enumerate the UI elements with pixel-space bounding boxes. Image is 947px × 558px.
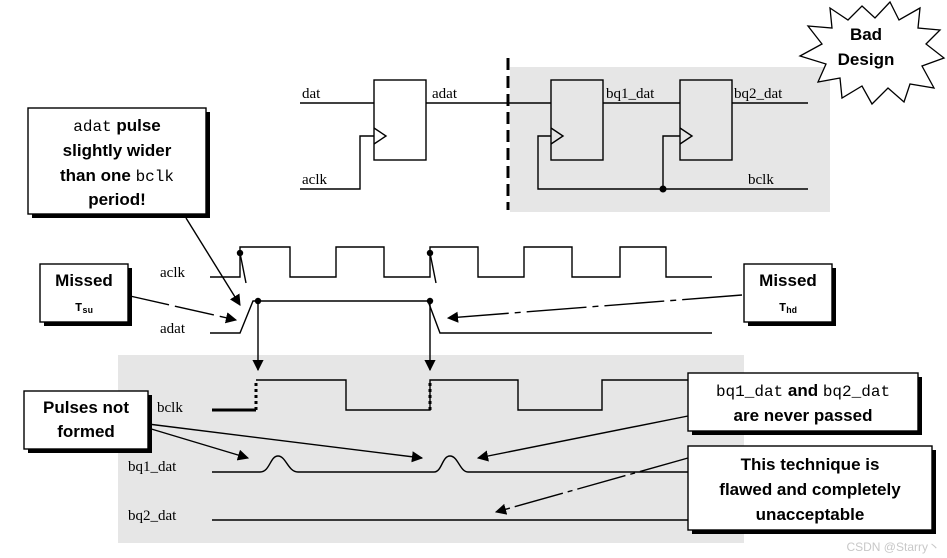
missed-tsu-callout: Missed Tsu bbox=[39, 263, 129, 323]
pulse-width-callout: adat pulse slightly wider than one bclk … bbox=[27, 107, 207, 215]
aclk-waveform bbox=[210, 246, 712, 278]
never-passed-line-2: are never passed bbox=[734, 406, 873, 425]
aclk-wire bbox=[300, 135, 374, 190]
bclk-waveform bbox=[256, 379, 696, 411]
adat-waveform bbox=[210, 300, 712, 334]
bclk-label: bclk bbox=[748, 172, 774, 188]
pulses-arrow-1 bbox=[147, 427, 250, 461]
pulse-callout-line-4: period! bbox=[88, 190, 146, 209]
bclk-wave-label: bclk bbox=[157, 400, 183, 416]
pulse-callout-line-3: than one bclk bbox=[60, 166, 174, 186]
bq1-dat-waveform bbox=[212, 455, 714, 473]
missed-tsu-title: Missed bbox=[55, 271, 113, 290]
bclk-wire bbox=[537, 135, 808, 190]
pulse-callout-arrow bbox=[185, 217, 241, 306]
aclk-edge-marker-2 bbox=[429, 252, 437, 284]
flawed-arrow bbox=[494, 457, 689, 515]
bq2-dat-wave-label: bq2_dat bbox=[128, 508, 177, 524]
flawed-technique-callout: This technique is flawed and completely … bbox=[687, 445, 933, 531]
aclk-edge-dot-1 bbox=[236, 249, 244, 257]
flip-flop-bq1-clock-symbol bbox=[550, 127, 565, 145]
missed-thd-symbol: Thd bbox=[779, 301, 797, 316]
clock-domain-b-region bbox=[510, 67, 830, 212]
missed-tsu-symbol: Tsu bbox=[75, 301, 93, 316]
missed-tsu-arrow bbox=[129, 295, 238, 324]
flip-flop-bq2 bbox=[679, 79, 733, 161]
dat-label: dat bbox=[302, 86, 321, 102]
never-passed-arrow bbox=[476, 415, 689, 462]
never-passed-callout: bq1_dat and bq2_dat are never passed bbox=[687, 372, 919, 432]
flip-flop-bq1 bbox=[550, 79, 604, 161]
badge-line-1: Bad bbox=[850, 25, 882, 44]
adat-wave-label: adat bbox=[160, 321, 186, 337]
missed-thd-arrow bbox=[446, 294, 743, 323]
bclk-junction-dot bbox=[659, 185, 667, 193]
flip-flop-a-clock-symbol bbox=[373, 127, 388, 145]
bclk-domain-waveform-region bbox=[118, 355, 744, 543]
flawed-line-1: This technique is bbox=[741, 455, 880, 474]
pulse-callout-line-2: slightly wider bbox=[63, 141, 172, 160]
missed-thd-callout: Missed Thd bbox=[743, 263, 833, 323]
pulses-arrow-2 bbox=[147, 423, 424, 463]
aclk-edge-marker-1 bbox=[239, 252, 247, 284]
bq1-dat-label: bq1_dat bbox=[606, 86, 655, 102]
flawed-line-3: unacceptable bbox=[756, 505, 865, 524]
flawed-line-2: flawed and completely bbox=[719, 480, 901, 499]
aclk-wave-label: aclk bbox=[160, 265, 185, 281]
flip-flop-a bbox=[373, 79, 427, 161]
flip-flop-bq2-clock-symbol bbox=[679, 127, 694, 145]
bad-design-badge: Bad Design bbox=[798, 0, 946, 106]
bclk-branch-wire bbox=[662, 135, 680, 189]
missed-thd-title: Missed bbox=[759, 271, 817, 290]
pulse-callout-line-1: adat pulse bbox=[73, 116, 161, 136]
never-passed-line-1: bq1_dat and bq2_dat bbox=[716, 381, 890, 401]
adat-label: adat bbox=[432, 86, 458, 102]
aclk-label: aclk bbox=[302, 172, 327, 188]
bq2-dat-label: bq2_dat bbox=[734, 86, 783, 102]
badge-line-2: Design bbox=[838, 50, 895, 69]
watermark: CSDN @Starry丶 bbox=[846, 540, 940, 554]
pulses-callout-line-2: formed bbox=[57, 422, 115, 441]
pulses-callout-line-1: Pulses not bbox=[43, 398, 129, 417]
bq1-dat-wave-label: bq1_dat bbox=[128, 459, 177, 475]
circuit-schematic: dat aclk adat bq1_dat bq2_dat bclk bbox=[300, 58, 808, 210]
pulses-not-formed-callout: Pulses not formed bbox=[23, 390, 149, 450]
aclk-edge-dot-2 bbox=[426, 249, 434, 257]
